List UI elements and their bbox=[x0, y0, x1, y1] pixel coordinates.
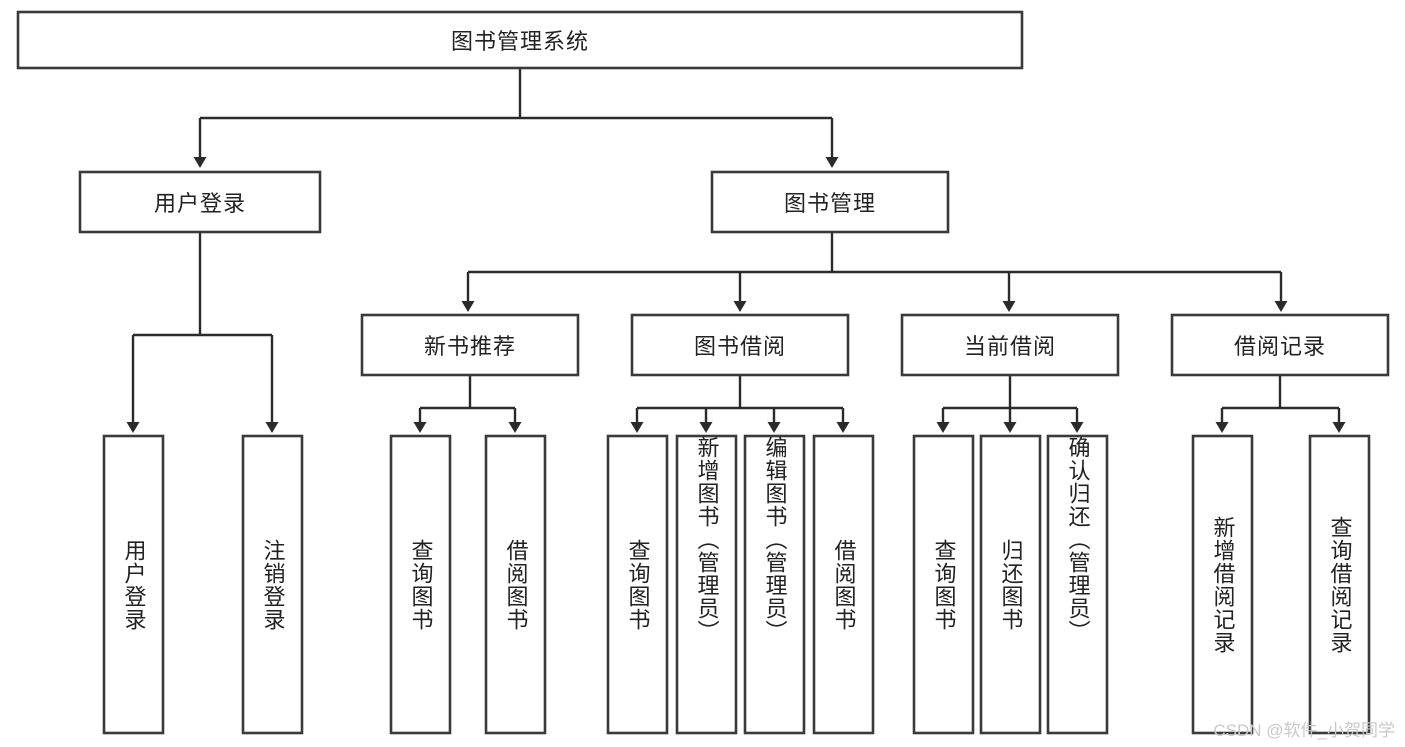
node-book-manage-box[interactable] bbox=[710, 170, 950, 234]
node-leaf-query-record-box[interactable] bbox=[1308, 434, 1371, 735]
edge-group-current-borrow bbox=[936, 375, 1084, 433]
edge-group-root bbox=[193, 68, 839, 168]
edge-group-borrow-record bbox=[1215, 375, 1346, 433]
node-leaf-borrow-book-1-box[interactable] bbox=[484, 434, 547, 735]
node-root-box[interactable] bbox=[16, 10, 1024, 70]
node-leaf-add-record-box[interactable] bbox=[1191, 434, 1254, 735]
node-leaf-user-login-box[interactable] bbox=[102, 434, 165, 735]
node-borrow-record-box[interactable] bbox=[1170, 313, 1390, 377]
node-book-borrow-box[interactable] bbox=[630, 313, 850, 377]
node-leaf-query-book-2-box[interactable] bbox=[606, 434, 669, 735]
edge-group-user-login bbox=[126, 232, 279, 433]
node-leaf-add-book-box[interactable] bbox=[675, 434, 738, 735]
node-leaf-borrow-book-2-box[interactable] bbox=[812, 434, 875, 735]
edge-group-book-borrow bbox=[630, 375, 850, 433]
node-leaf-edit-book-box[interactable] bbox=[743, 434, 806, 735]
node-user-login-box[interactable] bbox=[78, 170, 322, 234]
edge-group-new-book-recommend bbox=[413, 375, 522, 433]
node-leaf-return-book-box[interactable] bbox=[979, 434, 1042, 735]
node-new-book-recommend-box[interactable] bbox=[360, 313, 580, 377]
node-leaf-query-book-3-box[interactable] bbox=[912, 434, 975, 735]
node-leaf-query-book-1-box[interactable] bbox=[389, 434, 452, 735]
edge-group-book-manage bbox=[461, 232, 1288, 312]
node-current-borrow-box[interactable] bbox=[900, 313, 1120, 377]
watermark-text: CSDN @软件_小贺同学 bbox=[1213, 721, 1395, 740]
node-leaf-logout-box[interactable] bbox=[241, 434, 304, 735]
node-leaf-confirm-return-box[interactable] bbox=[1046, 434, 1109, 735]
